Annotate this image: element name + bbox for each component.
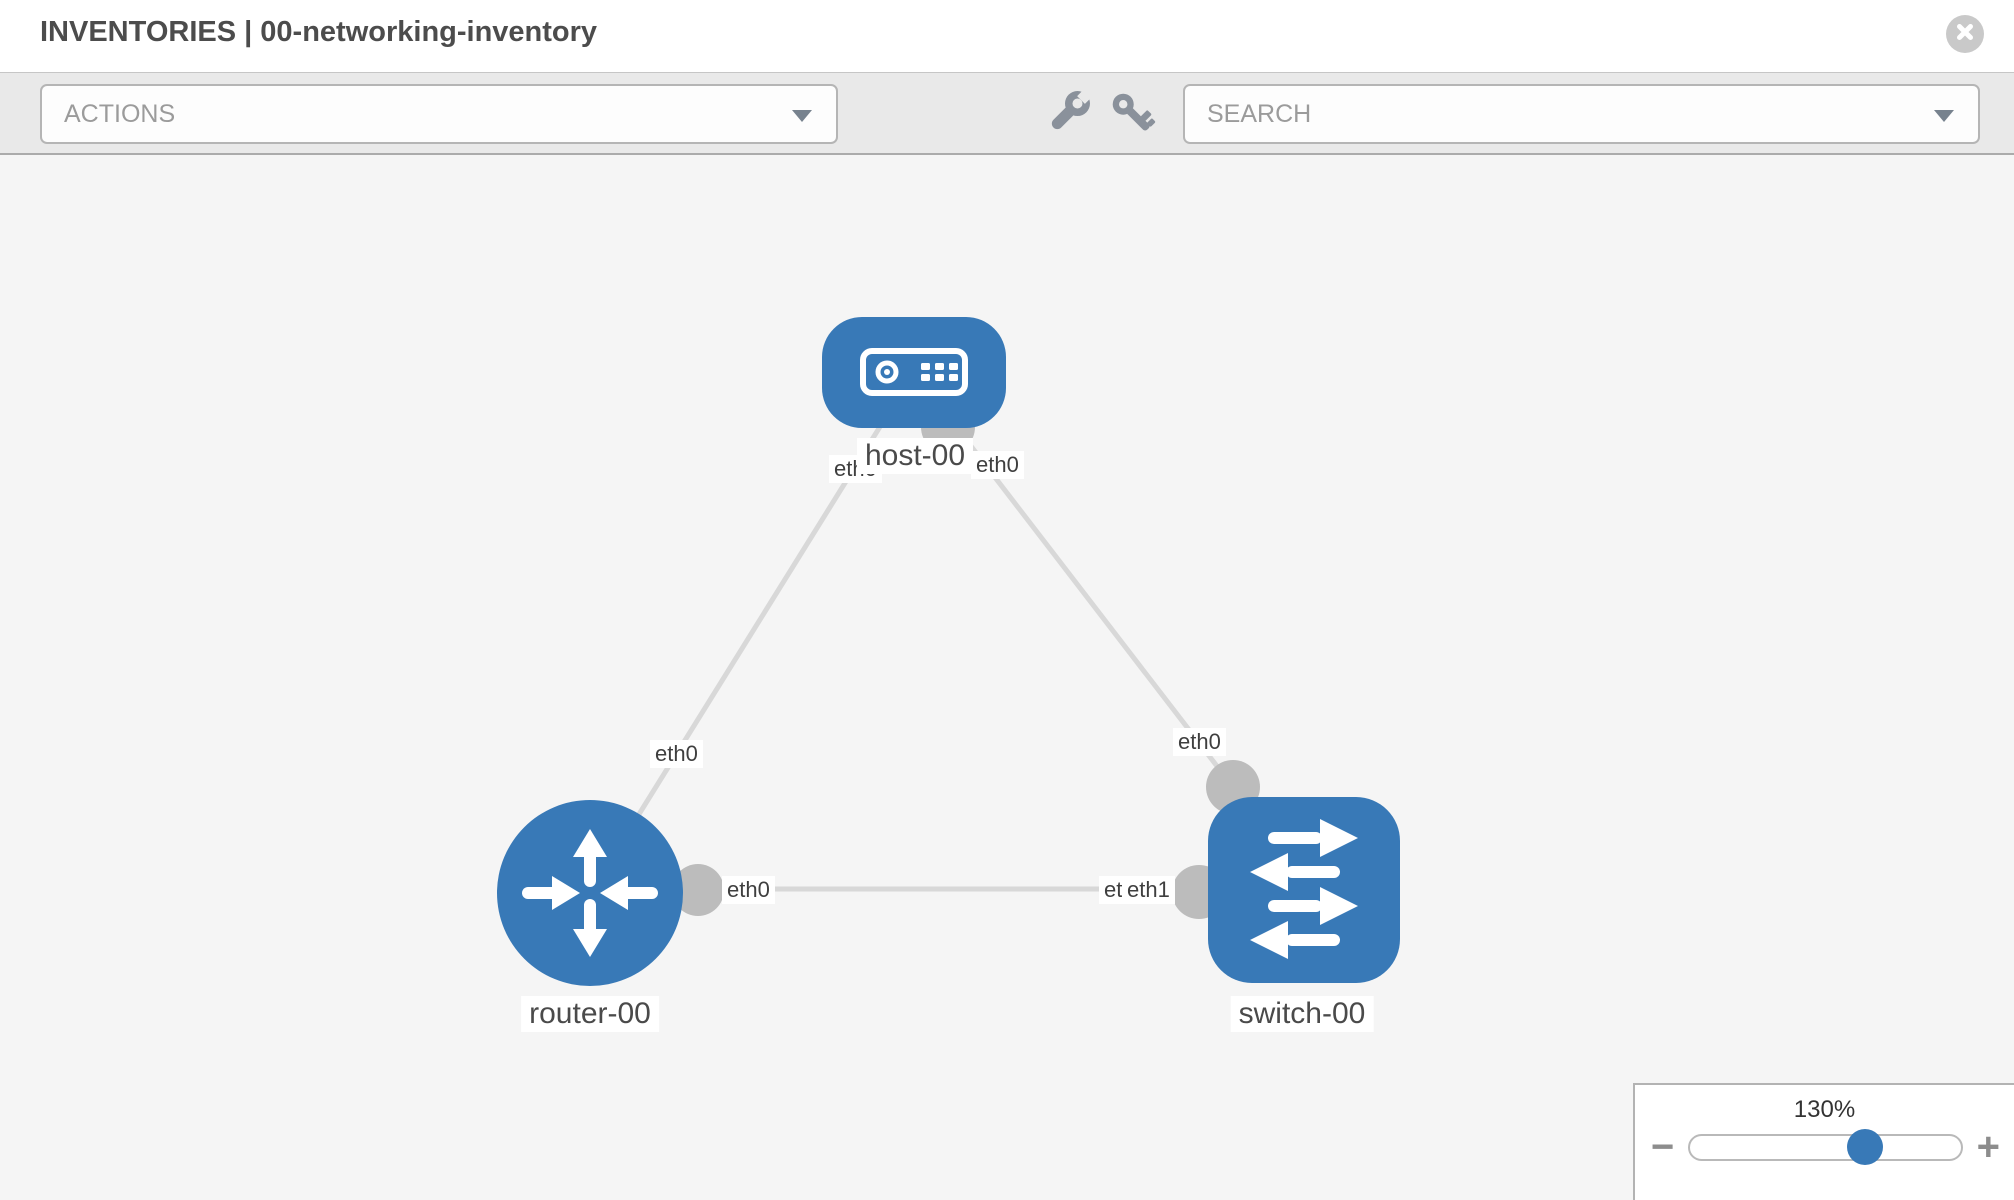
zoom-slider-thumb[interactable]: [1846, 1129, 1883, 1165]
node-label-host: host-00: [856, 438, 974, 474]
zoom-in-button[interactable]: +: [1976, 1125, 2000, 1169]
actions-dropdown[interactable]: ACTIONS: [40, 84, 838, 144]
zoom-out-button[interactable]: −: [1651, 1125, 1675, 1169]
header: INVENTORIES | 00-networking-inventory: [0, 0, 2014, 72]
node-label-router: router-00: [521, 996, 659, 1032]
page-title: INVENTORIES | 00-networking-inventory: [40, 16, 598, 48]
chevron-down-icon: [792, 110, 812, 122]
interface-label-router-top: eth0: [650, 740, 703, 768]
node-label-switch: switch-00: [1230, 996, 1374, 1032]
chevron-down-icon: [1934, 110, 1954, 122]
interface-label-switch-left: eth1: [1122, 876, 1175, 904]
router-icon: [522, 829, 658, 957]
key-icon: [1106, 87, 1156, 142]
interface-label-switch-top: eth0: [1173, 728, 1226, 756]
zoom-level-label: 130%: [1793, 1096, 1856, 1123]
interface-points: [672, 400, 1260, 919]
interface-point-router: [672, 864, 724, 916]
interface-label-router-right: eth0: [722, 876, 775, 904]
actions-dropdown-label: ACTIONS: [64, 99, 176, 128]
topology-canvas[interactable]: eth0 host-00 eth0 eth0 eth0 eth0 eth0 et…: [0, 155, 2014, 1200]
host-icon: [860, 348, 968, 396]
tools-button[interactable]: [1040, 85, 1098, 143]
interface-label-host-right: eth0: [971, 451, 1024, 479]
close-icon: [1955, 22, 1975, 47]
search-dropdown-label: SEARCH: [1207, 99, 1312, 128]
zoom-panel: 130% − +: [1633, 1083, 2014, 1200]
node-host[interactable]: [822, 317, 1006, 428]
switch-icon: [1250, 819, 1358, 959]
toolbar: ACTIONS: [0, 72, 2014, 155]
node-router[interactable]: [497, 800, 683, 986]
node-switch[interactable]: [1208, 797, 1400, 983]
zoom-slider[interactable]: [1688, 1129, 1963, 1165]
wrench-icon: [1044, 87, 1094, 142]
credentials-button[interactable]: [1102, 85, 1160, 143]
search-dropdown[interactable]: SEARCH: [1183, 84, 1980, 144]
close-button[interactable]: [1946, 15, 1984, 53]
